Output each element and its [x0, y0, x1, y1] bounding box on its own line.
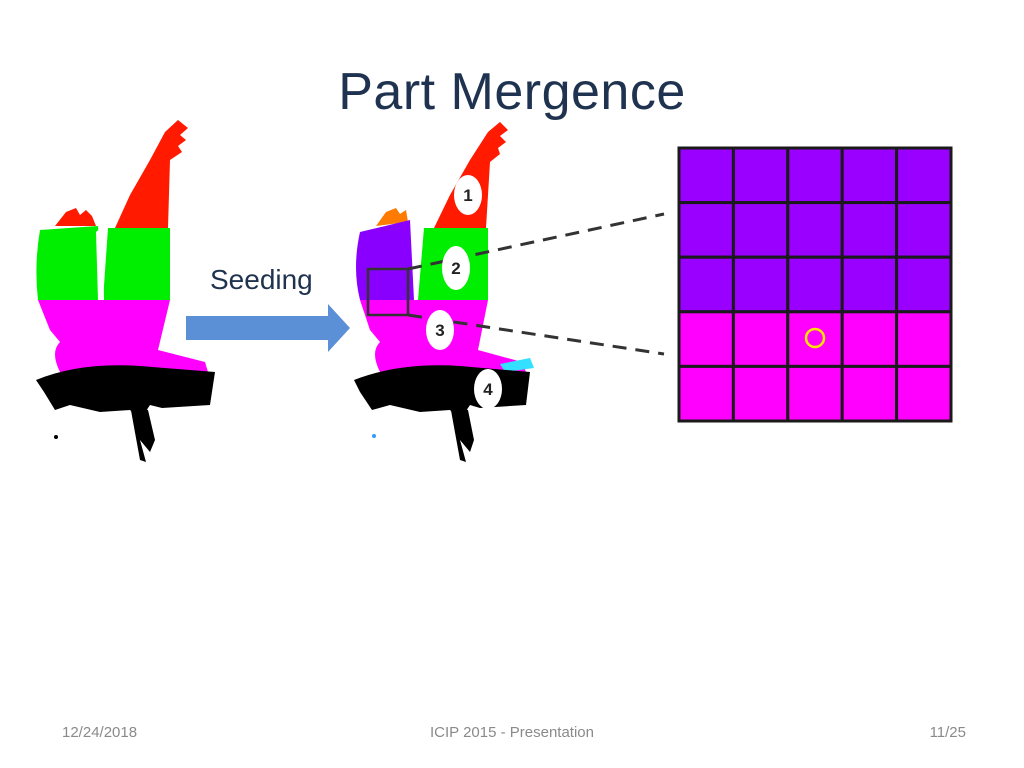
- grid-cell: [895, 201, 953, 259]
- zoom-connector-bottom: [407, 313, 665, 356]
- zoom-connector-top: [407, 212, 665, 271]
- badge-1: 1: [454, 175, 482, 215]
- seeding-label: Seeding: [210, 264, 313, 295]
- grid-cell: [786, 146, 844, 205]
- footer-date: 12/24/2018: [62, 724, 138, 741]
- grid-cell: [786, 201, 844, 259]
- grid-cell: [677, 364, 735, 423]
- grid-cell: [840, 364, 899, 423]
- grid-cell: [895, 310, 953, 368]
- svg-text:2: 2: [451, 259, 460, 278]
- grid-cell: [731, 201, 790, 259]
- svg-text:4: 4: [483, 380, 493, 399]
- svg-text:1: 1: [463, 186, 472, 205]
- grid-cell: [786, 364, 844, 423]
- grid-cell: [677, 310, 735, 368]
- grid-cell: [895, 146, 953, 205]
- seed-marker-circle: [804, 327, 826, 349]
- grid-cell: [840, 310, 899, 368]
- grid-cell: [731, 364, 790, 423]
- svg-text:3: 3: [435, 321, 444, 340]
- bee-image-segmented: [354, 122, 534, 462]
- grid-cell: [677, 255, 735, 314]
- grid-cell: [677, 201, 735, 259]
- grid-cell: [840, 146, 899, 205]
- slide-title: Part Mergence: [338, 63, 686, 121]
- grid-cell: [895, 364, 953, 423]
- footer-page-number: 11/25: [929, 724, 966, 741]
- grid-cell: [731, 310, 790, 368]
- badge-2: 2: [442, 246, 470, 290]
- grid-cell: [731, 255, 790, 314]
- grid-cell: [786, 310, 844, 368]
- grid-cell: [840, 201, 899, 259]
- seeding-arrow: [186, 304, 350, 352]
- grid-cell: [731, 146, 790, 205]
- pixel-grid-zoom: [677, 146, 953, 423]
- grid-cell: [786, 255, 844, 314]
- zoom-region-box: [366, 267, 410, 317]
- badge-4: 4: [474, 369, 502, 409]
- grid-cell: [840, 255, 899, 314]
- grid-cell: [677, 146, 735, 205]
- grid-cell: [895, 255, 953, 314]
- badge-3: 3: [426, 310, 454, 350]
- footer-presentation-name: ICIP 2015 - Presentation: [430, 724, 594, 741]
- bee-image-original: [36, 120, 215, 462]
